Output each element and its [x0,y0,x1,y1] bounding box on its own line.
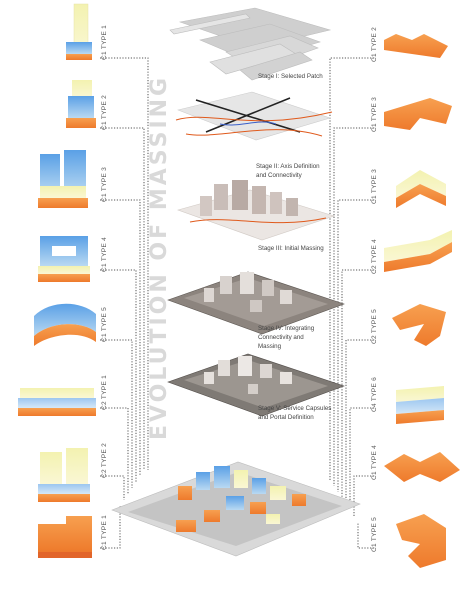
left-block-6 [18,388,96,416]
stage-labels: Stage I: Selected Patch Stage II: Axis D… [256,73,331,421]
diagram-title: EVOLUTION OF MASSING [147,75,172,440]
right-type-label-2: C1 TYPE 3 [371,97,378,132]
left-type-label-1: C1 TYPE 1 [101,25,108,60]
right-block-1 [384,34,448,58]
right-type-label-5: C2 TYPE 5 [371,309,378,344]
left-block-7 [38,448,90,502]
stage-3-label: Stage III: Initial Massing [258,245,324,252]
left-block-4 [38,236,90,282]
stage-2-axis [175,91,333,141]
left-type-label-7: C2 TYPE 2 [101,443,108,478]
stage-2-label-line2: and Connectivity [256,172,303,179]
stage-1-patch [169,7,332,81]
right-block-8 [396,514,446,568]
left-type-label-5: C1 TYPE 5 [101,307,108,342]
left-type-label-4: C1 TYPE 4 [101,237,108,272]
left-type-label-2: C1 TYPE 2 [101,95,108,130]
final-masterplan [111,461,361,557]
stage-5-service [167,353,345,417]
left-block-1 [66,3,92,60]
right-block-7 [384,452,460,482]
stage-1-label: Stage I: Selected Patch [258,73,323,80]
right-type-label-6: C4 TYPE 6 [371,377,378,412]
left-connectors [100,57,149,549]
left-type-labels: C1 TYPE 1 C1 TYPE 2 C1 TYPE 3 C1 TYPE 4 … [101,25,108,550]
right-connectors [329,57,374,549]
stage-4-label-line2: Connectivity and [258,334,304,341]
right-type-labels: C1 TYPE 2 C1 TYPE 3 C1 TYPE 3 C2 TYPE 4 … [371,27,378,552]
right-block-6 [396,386,444,424]
right-type-label-7: C1 TYPE 4 [371,445,378,480]
left-block-3 [38,150,88,208]
left-type-label-6: C2 TYPE 1 [101,375,108,410]
left-block-5 [34,303,96,346]
stage-3-massing [177,180,335,241]
right-block-5 [392,304,446,346]
left-block-8 [38,516,92,558]
stage-5-label-line2: and Portal Definition [258,414,314,421]
stage-4-integrating [167,271,345,335]
stage-4-label-line1: Stage IV: Integrating [258,325,315,332]
right-type-label-8: C1 TYPE 5 [371,517,378,552]
left-block-2 [66,80,96,128]
right-type-label-4: C2 TYPE 4 [371,239,378,274]
right-block-2 [384,98,452,130]
stage-4-label-line3: Massing [258,343,282,350]
stage-2-label-line1: Stage II: Axis Definition [256,163,320,170]
left-type-label-8: C1 TYPE 1 [101,515,108,550]
right-block-4 [384,230,452,272]
stage-5-label-line1: Stage V: Service Capsules [258,405,331,412]
right-type-label-1: C1 TYPE 2 [371,27,378,62]
left-type-label-3: C1 TYPE 3 [101,167,108,202]
right-block-3 [396,170,446,208]
right-type-label-3: C1 TYPE 3 [371,169,378,204]
